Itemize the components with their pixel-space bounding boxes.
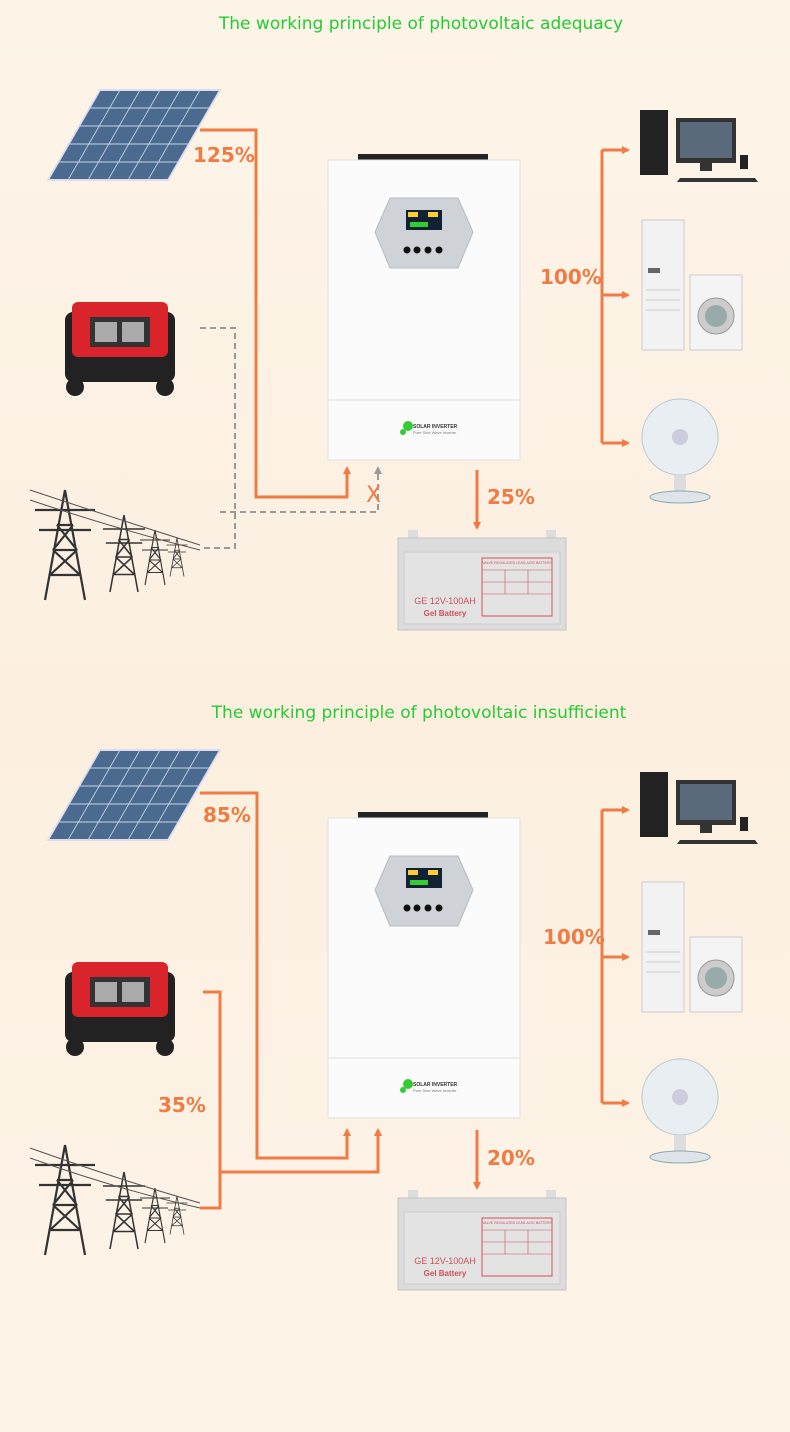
power-grid-icon — [29, 488, 201, 602]
fan-icon — [641, 1058, 719, 1164]
blocked-x-mark: X — [366, 483, 381, 508]
section-adequacy: The working principle of photovoltaic ad… — [29, 14, 758, 631]
grid-percent: 35% — [158, 1093, 206, 1117]
section-title: The working principle of photovoltaic in… — [211, 703, 627, 723]
section-insufficient: The working principle of photovoltaic in… — [29, 703, 758, 1291]
inverter-brand: SOLAR INVERTER — [413, 424, 458, 430]
battery-type: Gel Battery — [424, 1269, 467, 1278]
solar-percent: 85% — [203, 803, 251, 827]
battery-model: GE 12V-100AH — [414, 1256, 476, 1266]
load-percent: 100% — [540, 265, 602, 289]
computer-icon — [640, 772, 758, 844]
air-conditioner-washer-icon — [641, 219, 743, 351]
fan-icon — [641, 398, 719, 504]
air-conditioner-washer-icon — [641, 881, 743, 1013]
power-grid-icon — [29, 1143, 201, 1257]
computer-icon — [640, 110, 758, 182]
grid-flow-line — [220, 1128, 382, 1174]
battery-percent: 25% — [487, 485, 535, 509]
inverter-subtitle: Pure Sine Wave Inverter — [413, 1088, 457, 1093]
grid-flow-line-inactive — [220, 466, 382, 513]
battery-header: VALVE REGULATED LEAD-ACID BATTERY — [482, 561, 552, 565]
solar-percent: 125% — [193, 143, 255, 167]
inverter-brand: SOLAR INVERTER — [413, 1082, 458, 1088]
load-percent: 100% — [543, 925, 605, 949]
generator-flow-line-inactive — [200, 327, 236, 549]
solar-flow-line — [200, 791, 351, 1160]
generator-grid-flow-line — [200, 990, 222, 1210]
battery-model: GE 12V-100AH — [414, 596, 476, 606]
battery-type: Gel Battery — [424, 609, 467, 618]
solar-flow-line — [200, 128, 351, 499]
battery-percent: 20% — [487, 1146, 535, 1170]
battery-header: VALVE REGULATED LEAD-ACID BATTERY — [482, 1221, 552, 1225]
inverter-subtitle: Pure Sine Wave Inverter — [413, 430, 457, 435]
inverter-icon — [327, 153, 521, 461]
section-title: The working principle of photovoltaic ad… — [218, 14, 623, 34]
generator-icon — [65, 302, 175, 396]
inverter-icon — [327, 811, 521, 1119]
solar-panel-icon — [47, 749, 221, 841]
generator-icon — [65, 962, 175, 1056]
